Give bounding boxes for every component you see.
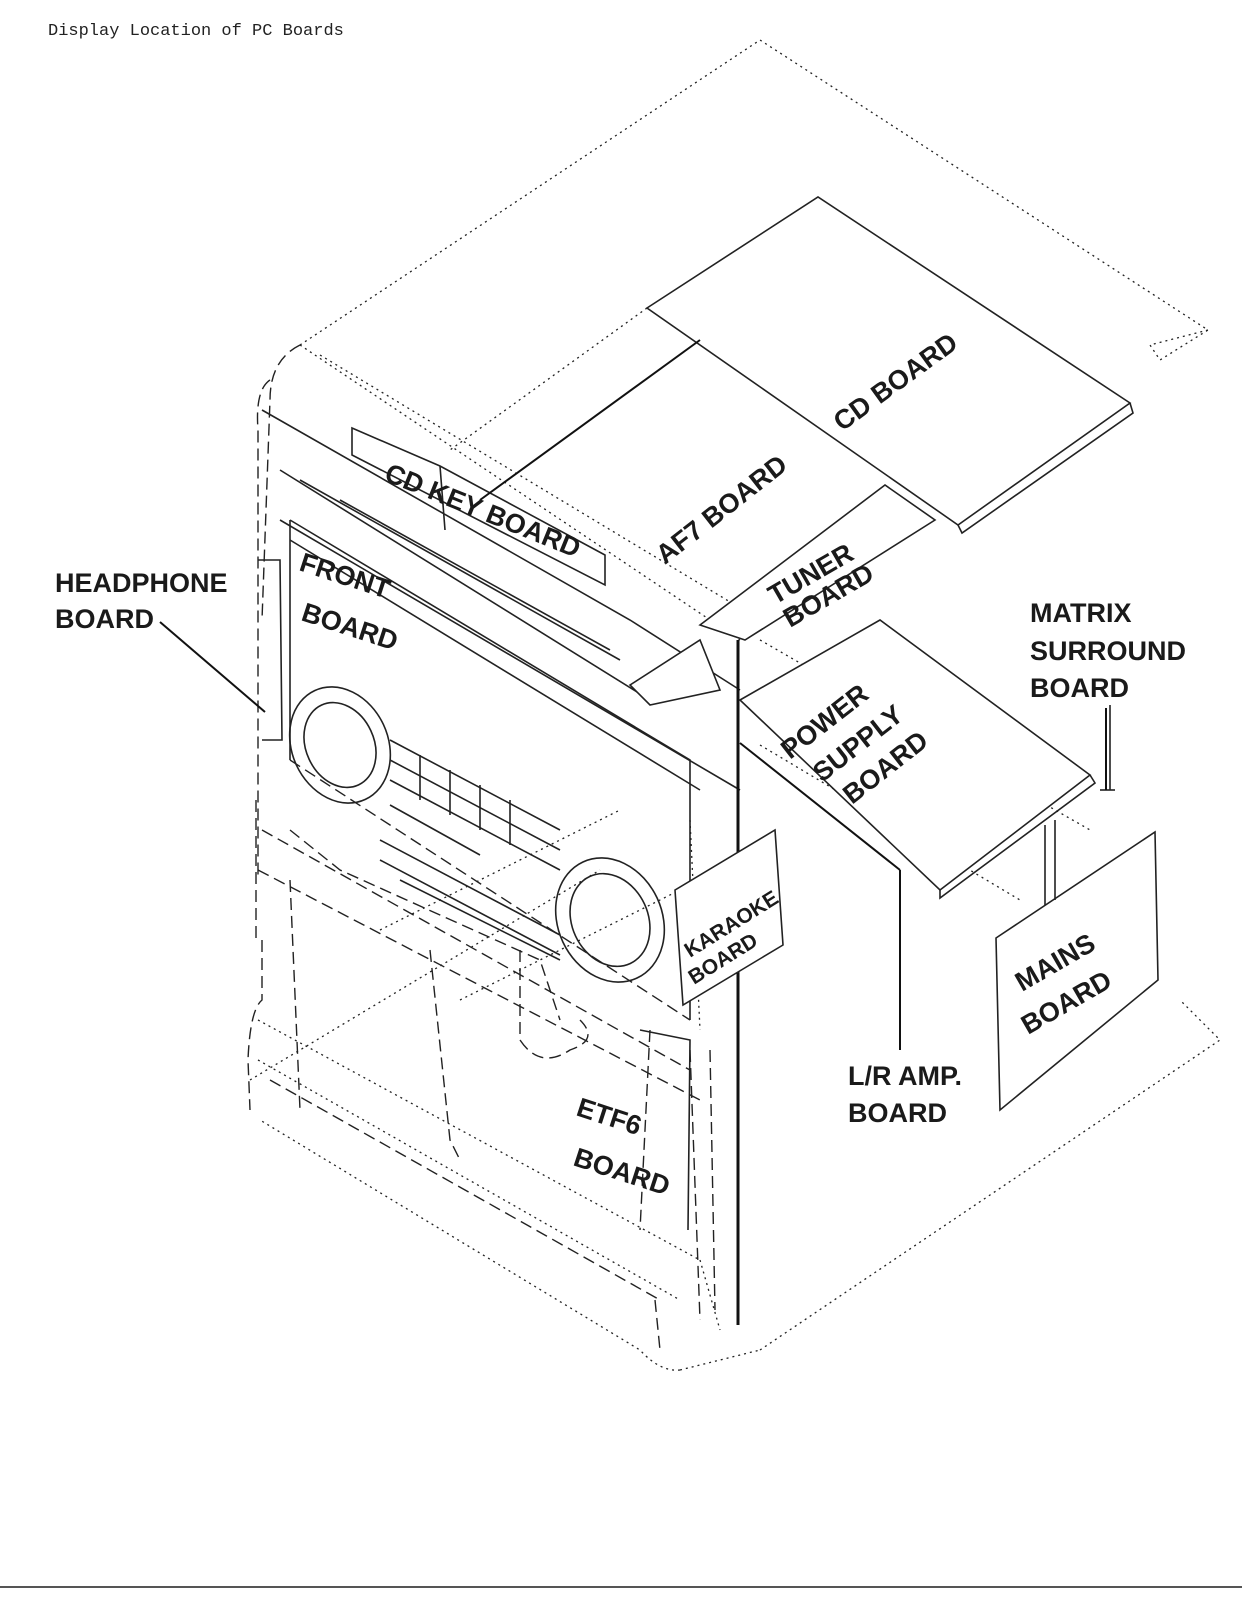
cabinet-outline <box>247 39 1222 1371</box>
front-panel <box>257 409 741 1351</box>
headphone-board-label-2: BOARD <box>55 604 154 634</box>
matrix-surround-label-3: BOARD <box>1030 673 1129 703</box>
lr-amp-leader-a <box>739 742 901 871</box>
front-board-label-1: FRONT <box>296 547 394 604</box>
page-title: Display Location of PC Boards <box>48 22 344 41</box>
etf6-board-label-1: ETF6 <box>573 1092 645 1141</box>
lr-amp-board-label-1: L/R AMP. <box>848 1061 962 1091</box>
matrix-surround-label-2: SURROUND <box>1030 636 1186 666</box>
mains-board-shape <box>995 830 1159 1112</box>
etf6-board-label-2: BOARD <box>570 1142 673 1201</box>
leader-lines <box>159 339 1107 1050</box>
tuner-board-shape <box>698 484 937 641</box>
lr-amp-board-label-2: BOARD <box>848 1098 947 1128</box>
cd-key-board-shape <box>351 426 606 587</box>
karaoke-board-shape <box>674 828 784 1007</box>
af7-leader <box>479 339 701 501</box>
boards <box>258 196 1159 1231</box>
headphone-leader <box>159 621 266 713</box>
bottom-rule <box>0 1586 1242 1588</box>
af7-board-label: AF7 BOARD <box>650 449 793 570</box>
cd-key-board-label: CD KEY BOARD <box>381 458 585 564</box>
front-board-label-2: BOARD <box>298 597 401 656</box>
cd-board-shape <box>645 196 1132 526</box>
headphone-board-label-1: HEADPHONE <box>55 568 228 598</box>
matrix-surround-label-1: MATRIX <box>1030 598 1132 628</box>
